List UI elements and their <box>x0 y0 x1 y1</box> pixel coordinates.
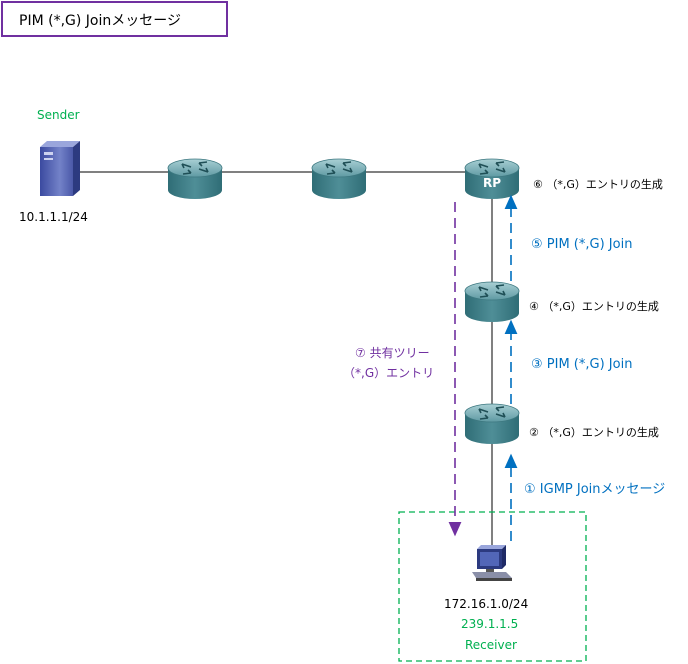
receiver-group-box <box>398 511 587 662</box>
router-2-icon <box>311 158 367 200</box>
step7-label-line1: ⑦ 共有ツリー <box>355 346 430 360</box>
sender-address: 10.1.1.1/24 <box>19 210 88 224</box>
router-4-icon <box>464 281 520 323</box>
diagram-title: PIM (*,G) Joinメッセージ <box>19 13 181 29</box>
step2-label: ② （*,G）エントリの生成 <box>529 426 659 439</box>
step7-label-line2: （*,G）エントリ <box>343 366 435 380</box>
router-1-icon <box>167 158 223 200</box>
step3-label: ③ PIM (*,G) Join <box>531 357 633 372</box>
step1-label: ① IGMP Joinメッセージ <box>524 482 666 497</box>
step6-label: ⑥ （*,G）エントリの生成 <box>533 178 663 191</box>
receiver-group: 239.1.1.5 <box>461 617 519 631</box>
title-box <box>1 1 228 37</box>
rp-label: RP <box>483 176 502 190</box>
receiver-network: 172.16.1.0/24 <box>444 597 529 611</box>
sender-server-icon <box>40 141 80 196</box>
sender-label: Sender <box>37 108 80 122</box>
receiver-label: Receiver <box>465 638 517 652</box>
step4-label: ④ （*,G）エントリの生成 <box>529 300 659 313</box>
step5-label: ⑤ PIM (*,G) Join <box>531 237 633 252</box>
receiver-pc-icon <box>472 545 512 581</box>
router-5-icon <box>464 403 520 445</box>
